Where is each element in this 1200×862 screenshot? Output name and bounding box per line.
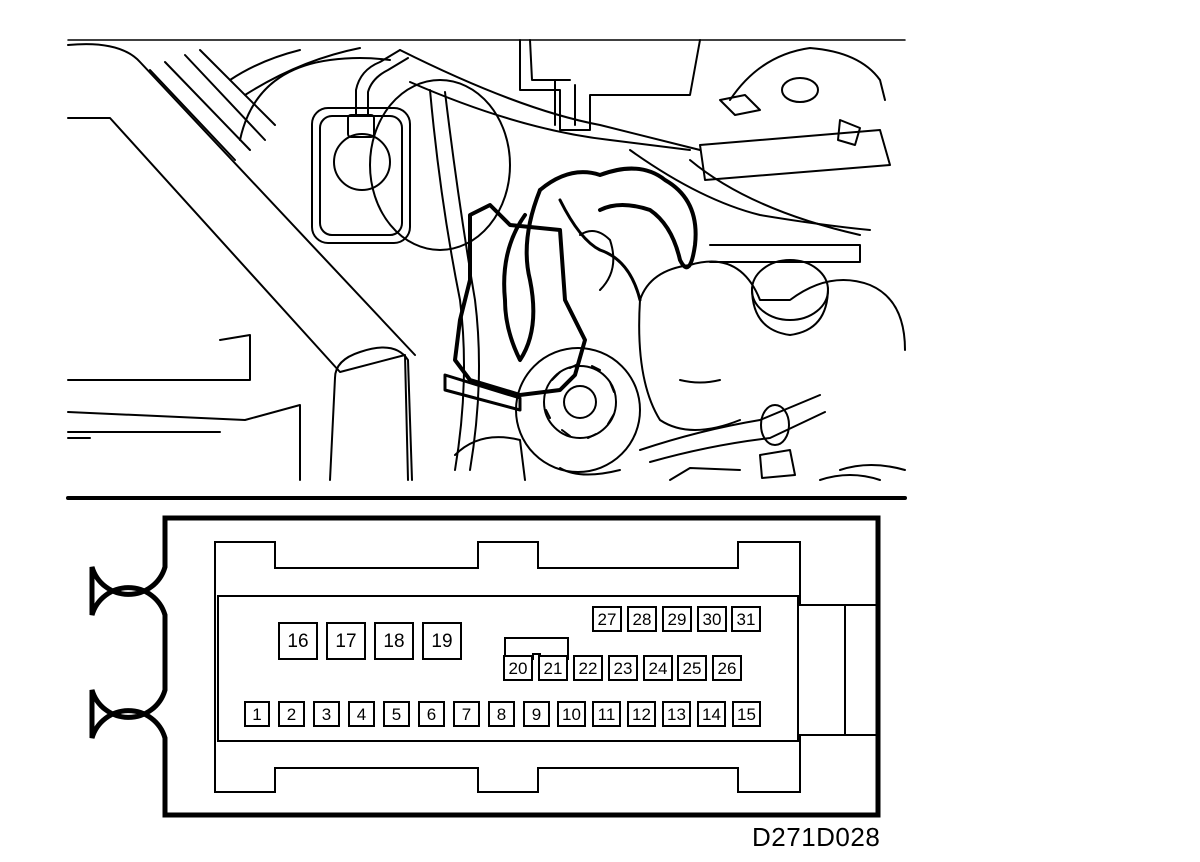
pin-11: 11 bbox=[592, 701, 621, 727]
pin-4: 4 bbox=[348, 701, 375, 727]
pin-14: 14 bbox=[697, 701, 726, 727]
engine-bay-illustration bbox=[66, 39, 907, 500]
pin-7: 7 bbox=[453, 701, 480, 727]
pin-29: 29 bbox=[662, 606, 692, 632]
pin-8: 8 bbox=[488, 701, 515, 727]
pin-13: 13 bbox=[662, 701, 691, 727]
pin-9: 9 bbox=[523, 701, 550, 727]
pin-22: 22 bbox=[573, 655, 603, 681]
pin-23: 23 bbox=[608, 655, 638, 681]
pin-6: 6 bbox=[418, 701, 445, 727]
pin-20: 20 bbox=[503, 655, 533, 681]
pin-16: 16 bbox=[278, 622, 318, 660]
pin-19: 19 bbox=[422, 622, 462, 660]
pin-21: 21 bbox=[538, 655, 568, 681]
pin-27: 27 bbox=[592, 606, 622, 632]
pin-12: 12 bbox=[627, 701, 656, 727]
pin-5: 5 bbox=[383, 701, 410, 727]
pin-2: 2 bbox=[278, 701, 305, 727]
pin-15: 15 bbox=[732, 701, 761, 727]
pin-28: 28 bbox=[627, 606, 657, 632]
pin-10: 10 bbox=[557, 701, 586, 727]
pin-1: 1 bbox=[244, 701, 270, 727]
pin-3: 3 bbox=[313, 701, 340, 727]
pin-25: 25 bbox=[677, 655, 707, 681]
figure-reference-code: D271D028 bbox=[752, 822, 881, 852]
pin-24: 24 bbox=[643, 655, 673, 681]
pin-30: 30 bbox=[697, 606, 727, 632]
pin-31: 31 bbox=[731, 606, 761, 632]
pin-18: 18 bbox=[374, 622, 414, 660]
pin-26: 26 bbox=[712, 655, 742, 681]
pin-17: 17 bbox=[326, 622, 366, 660]
